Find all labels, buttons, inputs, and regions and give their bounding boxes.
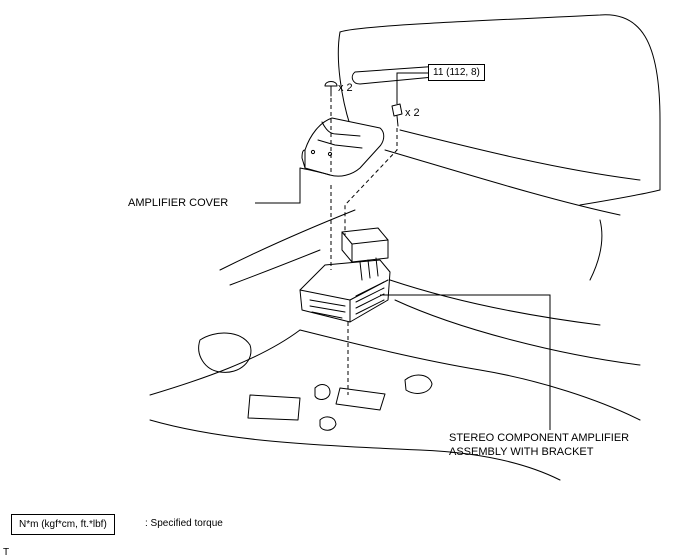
floor-bump-ring xyxy=(319,416,337,431)
floor-tunnel xyxy=(299,329,641,421)
guide-line-bolt xyxy=(344,128,398,235)
leader-amplifier-cover xyxy=(255,168,301,204)
legend-torque-text: : Specified torque xyxy=(145,518,223,529)
legend-torque-box: N*m (kgf*cm, ft.*lbf) xyxy=(11,514,115,535)
floor-lower xyxy=(149,419,561,481)
amplifier-cover-label: AMPLIFIER COVER xyxy=(128,197,229,209)
bolt-quantity-label: x 2 xyxy=(405,107,420,119)
floor-line-right xyxy=(389,279,601,326)
leader-torque xyxy=(396,72,428,104)
floor-bump-mid xyxy=(247,394,301,421)
seat-back-outline xyxy=(339,14,661,206)
panel-contour-1 xyxy=(399,129,641,181)
amplifier-assembly-drawing xyxy=(299,227,391,323)
rear-panel-edge xyxy=(337,31,351,126)
floor-lower-left xyxy=(149,329,301,396)
bolt-icon xyxy=(391,103,403,127)
floor-line-right-2 xyxy=(394,299,641,366)
leader-amplifier-assembly xyxy=(380,294,551,430)
floor-line-left xyxy=(219,209,356,271)
console-side-line xyxy=(589,219,603,281)
floor-line-left-2 xyxy=(229,249,321,286)
floor-bump-left xyxy=(198,332,252,373)
amplifier-assembly-label-line1: STEREO COMPONENT AMPLIFIER xyxy=(449,432,630,444)
corner-mark: T xyxy=(3,547,10,558)
torque-spec-box: 11 (112, 8) xyxy=(428,64,485,81)
panel-contour-2 xyxy=(384,149,621,216)
floor-bump-far xyxy=(404,374,433,394)
screw-icon xyxy=(324,81,338,97)
amplifier-assembly-label-line2: ASSEMBLY WITH BRACKET xyxy=(449,446,594,458)
floor-bump-small xyxy=(314,384,331,400)
floor-bump-right xyxy=(335,387,386,411)
amplifier-cover-drawing xyxy=(299,117,385,177)
screw-quantity-label: x 2 xyxy=(338,82,353,94)
